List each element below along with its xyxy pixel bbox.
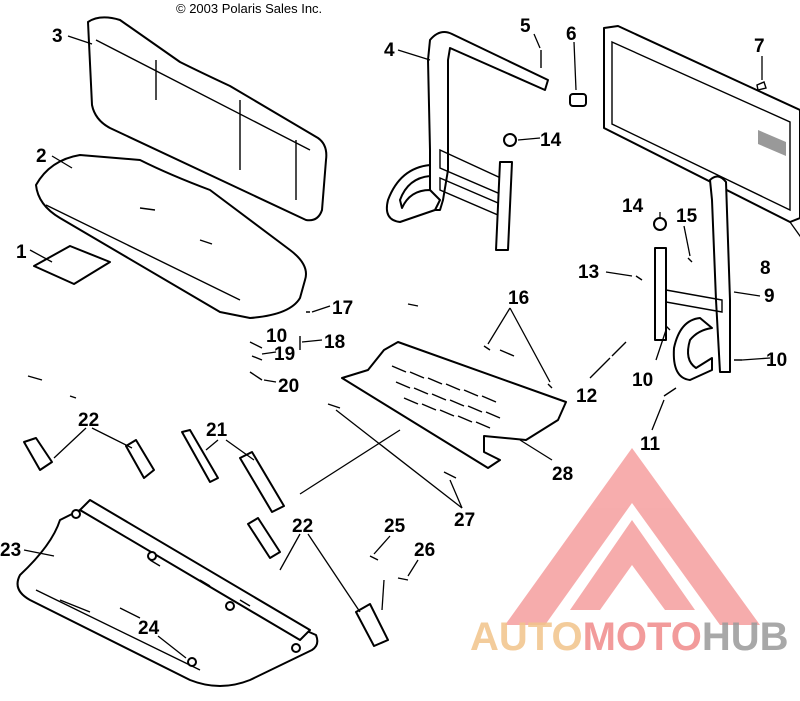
- callout-10-c: 10: [766, 350, 787, 371]
- seat-back-part: [87, 16, 328, 222]
- bushing-part: [569, 93, 587, 107]
- callout-15: 15: [676, 206, 698, 227]
- callout-3: 3: [52, 26, 63, 47]
- nut-part: [187, 657, 197, 667]
- callout-17: 17: [332, 298, 353, 319]
- callout-23: 23: [0, 540, 21, 561]
- callout-10-a: 10: [266, 326, 287, 347]
- callout-9: 9: [764, 286, 775, 307]
- watermark-text: AUTOMOTOHUB: [470, 615, 789, 659]
- callout-4: 4: [384, 40, 395, 61]
- callout-10-b: 10: [632, 370, 653, 391]
- callout-7: 7: [754, 36, 765, 57]
- callout-24: 24: [138, 618, 160, 639]
- callout-14-b: 14: [622, 196, 644, 217]
- callout-8: 8: [760, 258, 771, 279]
- rear-panel-part: [603, 25, 800, 223]
- watermark-moto: MOTO: [583, 615, 702, 659]
- callout-25: 25: [384, 516, 406, 537]
- seat-base-frame-part: [16, 499, 319, 687]
- rear-frame-right-part: [654, 175, 731, 381]
- callout-1: 1: [16, 242, 27, 263]
- callout-20: 20: [278, 376, 299, 397]
- callout-22-a: 22: [78, 410, 99, 431]
- callout-12: 12: [576, 386, 597, 407]
- callout-18: 18: [324, 332, 345, 353]
- callout-5: 5: [520, 16, 531, 37]
- watermark-logo: [505, 448, 760, 625]
- copyright-text: © 2003 Polaris Sales Inc.: [176, 1, 322, 16]
- floor-plate-part: [341, 341, 567, 469]
- callout-14-a: 14: [540, 130, 562, 151]
- seat-cushion-part: [35, 154, 307, 319]
- watermark-auto: AUTO: [470, 615, 583, 659]
- callout-13: 13: [578, 262, 599, 283]
- callout-22-b: 22: [292, 516, 313, 537]
- callout-27: 27: [454, 510, 475, 531]
- leader-lines: [23, 33, 800, 659]
- callout-6: 6: [566, 24, 577, 45]
- label-decal-part: [33, 245, 111, 285]
- callout-21: 21: [206, 420, 228, 441]
- callout-26: 26: [414, 540, 435, 561]
- gas-spring-part: [181, 429, 285, 513]
- callout-11: 11: [640, 434, 661, 455]
- callout-19: 19: [274, 344, 295, 365]
- rear-frame-left-part: [385, 31, 549, 251]
- screw-part: [756, 81, 767, 91]
- callout-16: 16: [508, 288, 529, 309]
- svg-text:AUTOMOTOHUB: AUTOMOTOHUB: [470, 615, 789, 659]
- callout-2: 2: [36, 146, 47, 167]
- callout-labels: 1 2 3 4 5 6 7 8 9 10 10 10 11 12 13 14 1…: [0, 16, 787, 639]
- callout-28: 28: [552, 464, 573, 485]
- latch-assembly-part: [23, 437, 389, 647]
- watermark-hub: HUB: [702, 615, 789, 659]
